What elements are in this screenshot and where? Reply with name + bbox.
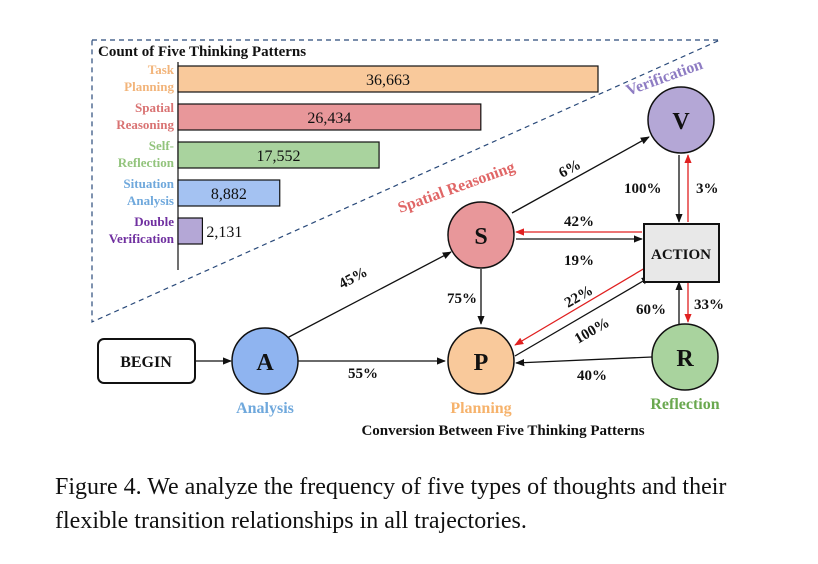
action-label: ACTION xyxy=(651,247,711,263)
chart-region-dashed-triangle xyxy=(91,39,721,323)
bar-value-label-situation-analysis: 8,882 xyxy=(211,186,247,203)
node-verification-letter: V xyxy=(672,109,690,135)
edge-label-action-s: 42% xyxy=(564,214,594,230)
edge-label-a-s: 45% xyxy=(336,264,370,292)
bar-task-planning xyxy=(177,65,599,93)
edge-analysis-to-spatial xyxy=(286,251,452,339)
bar-spatial-reasoning xyxy=(177,103,482,131)
edge-label-action-v: 3% xyxy=(696,181,719,197)
node-planning-letter: P xyxy=(474,350,489,376)
node-planning: P Planning xyxy=(447,327,515,417)
node-verification: V Verification xyxy=(624,56,715,154)
edge-label-v-action: 100% xyxy=(624,181,662,197)
node-reflection-letter: R xyxy=(676,346,694,372)
edge-planning-to-action xyxy=(514,276,651,357)
edge-action-to-planning xyxy=(514,267,646,346)
edge-label-a-p: 55% xyxy=(348,366,378,382)
begin-label: BEGIN xyxy=(120,354,172,371)
bar-value-label-task-planning: 36,663 xyxy=(366,72,410,89)
begin-box xyxy=(97,338,196,384)
edge-label-action-r: 33% xyxy=(694,297,724,313)
edge-label-s-v: 6% xyxy=(556,157,583,182)
edge-reflection-to-planning xyxy=(515,356,653,367)
edge-spatial-to-verification xyxy=(511,136,650,214)
thinking-pattern-bar-chart: Count of Five Thinking Patterns 36,663 Ta… xyxy=(98,44,599,270)
bar-value-label-self-reflection: 17,552 xyxy=(257,148,301,165)
figure-caption: Figure 4. We analyze the frequency of fi… xyxy=(55,474,727,534)
bar-value-label-spatial-reasoning: 26,434 xyxy=(307,110,351,127)
edge-label-r-action: 60% xyxy=(636,302,666,318)
bar-self-reflection xyxy=(177,141,380,169)
node-planning-name: Planning xyxy=(450,400,511,417)
bar-situation-analysis xyxy=(177,179,281,207)
category-label-self-reflection: Self-Reflection xyxy=(118,138,175,170)
bar-value-label-double-verification: 2,131 xyxy=(206,224,242,241)
node-analysis: A Analysis xyxy=(231,327,299,417)
action-box xyxy=(643,223,720,283)
node-reflection: R Reflection xyxy=(650,323,720,413)
node-spatial-letter: S xyxy=(474,224,487,250)
node-spatial-reasoning: S Spatial Reasoning xyxy=(396,159,517,269)
bar-double-verification xyxy=(177,217,204,245)
edge-label-s-p: 75% xyxy=(447,291,477,307)
node-reflection-name: Reflection xyxy=(650,396,719,413)
edge-label-r-p: 40% xyxy=(577,368,607,384)
edge-label-s-action: 19% xyxy=(564,253,594,269)
flow-title: Conversion Between Five Thinking Pattern… xyxy=(361,423,644,439)
node-analysis-name: Analysis xyxy=(236,400,294,417)
thinking-pattern-flow-diagram: 45% 55% 6% 42% 19% 75% 100% 3% 22% 100% … xyxy=(97,56,724,439)
bar-chart-title: Count of Five Thinking Patterns xyxy=(98,44,306,60)
node-analysis-letter: A xyxy=(256,350,274,376)
